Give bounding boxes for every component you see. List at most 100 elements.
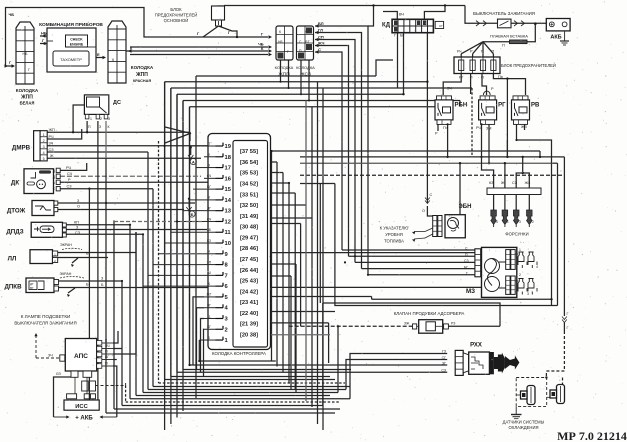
svg-text:АПС: АПС [74, 353, 88, 360]
svg-text:П: П [105, 350, 108, 354]
svg-text:КД: КД [382, 23, 391, 29]
svg-text:РБН: РБН [455, 102, 468, 108]
svg-text:МЗ: МЗ [466, 288, 475, 295]
svg-text:ЖЗ: ЖЗ [525, 181, 531, 185]
svg-text:П: П [481, 50, 484, 54]
svg-text:К: К [208, 282, 210, 286]
svg-text:ЭБН: ЭБН [459, 204, 472, 210]
svg-text:Б: Б [86, 252, 89, 256]
svg-text:Ж: Ж [50, 154, 54, 158]
svg-text:КОЛОДКА: КОЛОДКА [275, 65, 294, 70]
svg-text:Ц: Ц [208, 314, 211, 318]
svg-text:З: З [99, 125, 101, 129]
svg-text:Ч: Ч [208, 250, 210, 254]
svg-text:СЗ: СЗ [75, 231, 81, 235]
svg-text:[36 54]: [36 54] [240, 160, 258, 166]
svg-text:ЗБ: ЗБ [207, 228, 212, 232]
svg-text:ЗЧ: ЗЧ [48, 354, 53, 358]
svg-text:Р: Р [491, 87, 494, 91]
svg-text:С: С [53, 187, 56, 191]
svg-text:П: П [208, 142, 211, 146]
svg-text:[33 51]: [33 51] [240, 192, 258, 198]
svg-text:[29 47]: [29 47] [240, 235, 258, 241]
svg-text:КЛАПАН ПРОДУВКИ АДСОРБЕРА: КЛАПАН ПРОДУВКИ АДСОРБЕРА [394, 311, 465, 316]
svg-text:Д: Д [53, 175, 56, 179]
svg-text:А: А [192, 159, 195, 164]
svg-text:1: 1 [54, 253, 56, 257]
svg-text:Б: Б [191, 212, 194, 217]
svg-text:19: 19 [225, 144, 232, 150]
svg-text:3: 3 [43, 145, 45, 149]
svg-text:ЗГ: ЗГ [442, 362, 446, 366]
svg-text:Г: Г [567, 326, 569, 330]
svg-text:ЗЖ: ЗЖ [404, 322, 410, 326]
svg-text:СЗ: СЗ [464, 259, 469, 263]
svg-text:ПЛАВКАЯ ВСТАВКА: ПЛАВКАЯ ВСТАВКА [490, 33, 528, 38]
svg-text:ОСНОВНОЙ: ОСНОВНОЙ [164, 18, 189, 23]
svg-text:ВЧ: ВЧ [399, 13, 404, 17]
svg-text:КОЛОДКА: КОЛОДКА [296, 65, 315, 70]
svg-text:ЛЗ: ЛЗ [56, 372, 61, 376]
svg-text:КЗ: КЗ [489, 181, 494, 185]
svg-text:[22 40]: [22 40] [240, 311, 258, 317]
svg-text:С: С [430, 193, 433, 197]
svg-text:ЖПП: ЖПП [278, 72, 290, 78]
svg-text:15: 15 [225, 187, 232, 193]
svg-text:Г: Г [466, 272, 468, 276]
svg-text:П: П [88, 125, 91, 129]
svg-text:К: К [261, 46, 264, 51]
svg-text:З: З [101, 277, 104, 281]
svg-text:З: З [77, 199, 80, 203]
svg-text:[24 42]: [24 42] [240, 289, 258, 295]
svg-text:Г: Г [261, 32, 264, 37]
svg-text:АКБ: АКБ [550, 35, 561, 41]
svg-text:ВЫКЛЮЧАТЕЛЯ ЗАЖИГАНИЯ: ВЫКЛЮЧАТЕЛЯ ЗАЖИГАНИЯ [14, 321, 76, 326]
svg-text:[21 39]: [21 39] [240, 322, 258, 328]
svg-text:Г: Г [42, 38, 45, 43]
svg-text:З: З [76, 226, 79, 230]
svg-text:Пр: Пр [498, 75, 503, 79]
svg-text:[20 38]: [20 38] [240, 333, 258, 339]
svg-text:[28 46]: [28 46] [240, 246, 258, 252]
svg-text:Пч: Пч [443, 126, 448, 130]
svg-text:14: 14 [225, 198, 232, 204]
svg-text:[30 48]: [30 48] [240, 225, 258, 231]
svg-text:ПРЕДОХРАНИТЕЛЕЙ: ПРЕДОХРАНИТЕЛЕЙ [155, 13, 198, 18]
svg-text:ЖСЗ: ЖСЗ [300, 72, 311, 78]
svg-text:ТОПЛИВА: ТОПЛИВА [384, 239, 404, 244]
svg-text:РЗ: РЗ [451, 322, 455, 326]
svg-text:ДМРВ: ДМРВ [12, 145, 31, 152]
svg-text:4: 4 [43, 151, 45, 155]
svg-text:1: 1 [507, 220, 509, 224]
svg-text:[25 43]: [25 43] [240, 279, 258, 285]
svg-text:+ АКБ: + АКБ [75, 416, 93, 422]
svg-text:ТАХОМЕТР: ТАХОМЕТР [60, 57, 82, 62]
svg-text:18: 18 [225, 155, 232, 161]
svg-text:СГ: СГ [442, 356, 447, 360]
svg-text:Г: Г [394, 34, 396, 38]
svg-text:2: 2 [519, 273, 521, 277]
svg-text:ЖПП: ЖПП [135, 72, 148, 78]
svg-text:Рч: Рч [457, 50, 462, 54]
svg-text:К: К [208, 196, 210, 200]
svg-text:13: 13 [225, 209, 232, 215]
svg-text:К ЛАМПЕ ПОДСВЕТКИ: К ЛАМПЕ ПОДСВЕТКИ [21, 314, 71, 319]
svg-text:БЛОК: БЛОК [170, 7, 182, 12]
svg-text:БГ: БГ [207, 185, 211, 189]
svg-text:К УКАЗАТЕЛЮ: К УКАЗАТЕЛЮ [380, 226, 410, 231]
svg-text:СЧ: СЧ [67, 172, 73, 176]
svg-text:П: П [492, 50, 495, 54]
svg-text:Б: Б [86, 282, 89, 286]
svg-text:ДПДЗ: ДПДЗ [6, 229, 23, 236]
svg-text:О: О [77, 205, 80, 209]
svg-text:БГ: БГ [105, 355, 109, 359]
svg-text:ЛГ: ЛГ [207, 206, 211, 210]
svg-text:6: 6 [225, 284, 229, 290]
svg-text:3: 3 [108, 117, 110, 121]
svg-text:12: 12 [225, 219, 231, 225]
svg-text:А: А [53, 181, 56, 185]
svg-text:КОМБИНАЦИЯ ПРИБОРОВ: КОМБИНАЦИЯ ПРИБОРОВ [39, 22, 103, 28]
svg-text:[34 52]: [34 52] [240, 181, 258, 187]
svg-text:С: С [299, 40, 302, 44]
svg-text:Г: Г [28, 68, 30, 72]
